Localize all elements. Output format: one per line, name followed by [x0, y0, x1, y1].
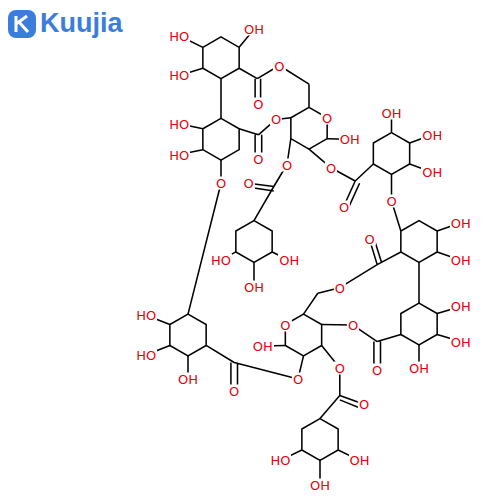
- bond-stroke: [236, 221, 272, 263]
- bond-stroke: [8, 10, 36, 38]
- atom-label: OH: [177, 373, 199, 386]
- atom-label: O: [292, 373, 304, 386]
- bond-stroke: [373, 133, 409, 175]
- atom-label: OH: [450, 254, 472, 267]
- atom-label: O: [228, 385, 240, 398]
- atom-label: OH: [450, 216, 472, 229]
- bond-stroke: [146, 29, 461, 484]
- atom-label: OH: [243, 280, 265, 293]
- watermark-logo: Kuujia: [40, 10, 123, 37]
- atom-label: O: [363, 233, 375, 246]
- atom-label: HO: [135, 309, 157, 322]
- bond-stroke: [170, 314, 206, 356]
- atom-label: O: [338, 201, 350, 214]
- atom-label: O: [242, 177, 254, 190]
- atom-label: HO: [168, 69, 190, 82]
- atom-label: HO: [269, 454, 291, 467]
- atom-label: O: [358, 398, 370, 411]
- bond-stroke: [401, 221, 437, 263]
- bond-stroke: [302, 419, 338, 461]
- atom-label: OH: [278, 254, 300, 267]
- atom-label: OH: [450, 335, 472, 348]
- atom-label: O: [281, 158, 293, 171]
- atom-label: O: [321, 111, 333, 124]
- atom-label: O: [347, 319, 359, 332]
- atom-label: HO: [135, 348, 157, 361]
- logo-icon: [8, 10, 36, 38]
- molecule-skeleton: [146, 29, 461, 484]
- atom-label: HO: [210, 254, 232, 267]
- atom-label: OH: [408, 362, 430, 375]
- atom-label: OH: [309, 478, 331, 491]
- bond-stroke: [203, 118, 239, 160]
- atom-label: O: [252, 153, 264, 166]
- atom-label: OH: [339, 133, 361, 146]
- bond-stroke: [203, 37, 239, 79]
- atom-label: OH: [349, 454, 371, 467]
- atom-label: O: [273, 59, 285, 72]
- bond-stroke: [16, 16, 28, 32]
- atom-label: O: [334, 281, 346, 294]
- atom-label: O: [325, 161, 337, 174]
- bond-stroke: [401, 303, 437, 345]
- atom-label: O: [334, 362, 346, 375]
- atom-label: O: [215, 177, 227, 190]
- atom-label: OH: [380, 106, 402, 119]
- atom-label: OH: [252, 340, 274, 353]
- atom-label: OH: [450, 300, 472, 313]
- atom-label: O: [385, 194, 397, 207]
- atom-label: HO: [168, 29, 190, 42]
- atom-label: O: [279, 318, 291, 331]
- atom-label: HO: [168, 117, 190, 130]
- atom-label: HO: [168, 148, 190, 161]
- atom-label: O: [371, 364, 383, 377]
- atom-label: OH: [421, 166, 443, 179]
- atom-label: OH: [421, 128, 443, 141]
- atom-label: O: [252, 98, 264, 111]
- atom-label: OH: [243, 23, 265, 36]
- atom-label: O: [270, 113, 282, 126]
